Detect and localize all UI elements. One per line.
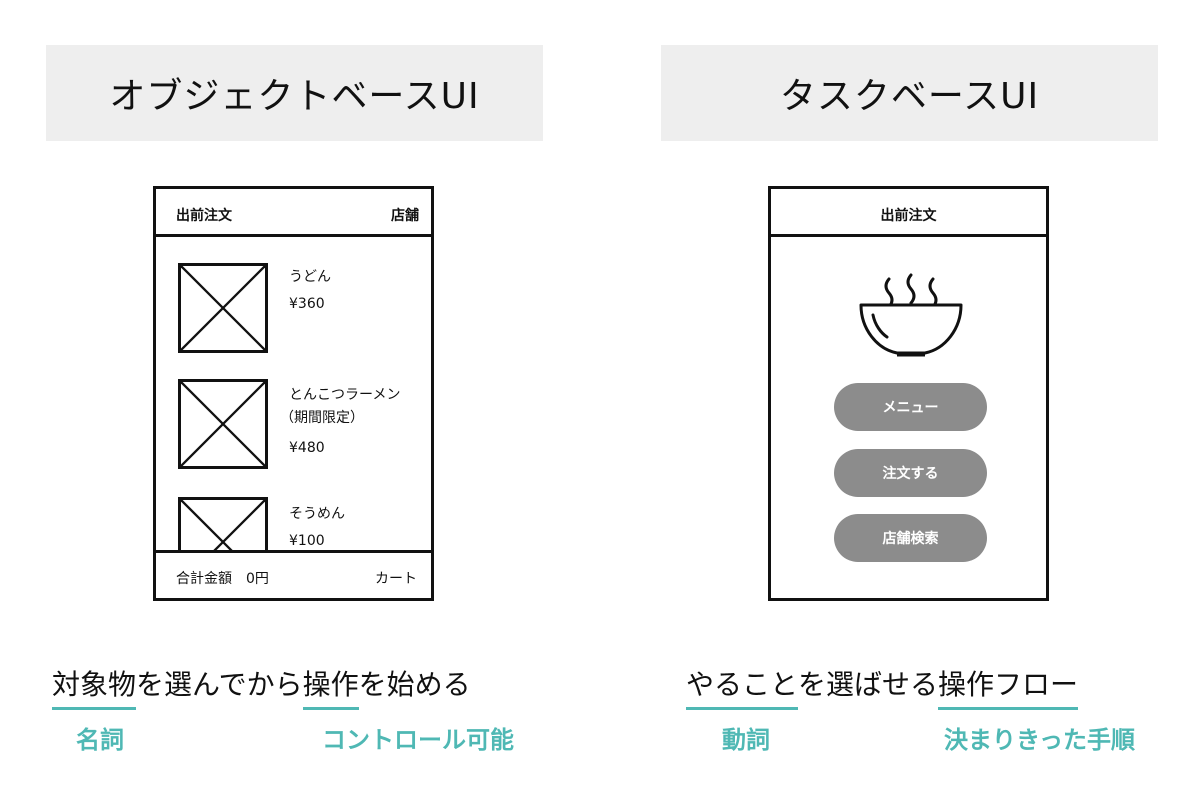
task-based-phone-mockup: 出前注文 メニュー 注文する 店舗検索 [768,186,1049,601]
task-based-ui-title: タスクベースUI [661,45,1158,141]
tag-fixed-procedure: 決まりきった手順 [944,726,1136,754]
caption-text: を始める [358,668,471,701]
phone-footer: 合計金額 0円 カート [156,550,431,598]
menu-item-tonkotsu-ramen[interactable]: とんこつラーメン （期間限定） ¥480 [156,377,431,487]
item-name: うどん [289,269,331,285]
caption-flow: 操作フロー [938,663,1079,710]
image-placeholder-icon [178,379,268,469]
task-based-caption: やることを選ばせる操作フロー [686,663,1079,710]
order-button[interactable]: 注文する [834,449,987,497]
phone-header-title: 出前注文 [176,208,232,224]
object-based-caption: 対象物を選んでから操作を始める [52,663,471,710]
phone-header: 出前注文 店舗 [156,189,431,237]
menu-button[interactable]: メニュー [834,383,987,431]
item-price: ¥100 [289,533,325,549]
caption-task: やること [686,663,799,710]
caption-operation: 操作 [302,663,359,710]
phone-header: 出前注文 [771,189,1046,237]
cart-link[interactable]: カート [375,571,417,587]
menu-item-udon[interactable]: うどん ¥360 [156,259,431,369]
item-note: （期間限定） [280,410,364,426]
phone-header-title: 出前注文 [880,208,937,224]
image-placeholder-icon [178,263,268,353]
caption-text: を選ばせる [798,668,939,701]
caption-object: 対象物 [52,663,137,710]
item-price: ¥480 [289,440,325,456]
noodle-bowl-icon [855,271,967,361]
store-search-button[interactable]: 店舗検索 [834,514,987,562]
caption-text: を選んでから [136,668,303,701]
object-based-phone-mockup: 出前注文 店舗 うどん ¥360 とんこつラーメン （期間限定） ¥480 そう… [153,186,434,601]
item-name: そうめん [289,506,345,522]
item-name: とんこつラーメン [289,387,401,403]
item-price: ¥360 [289,296,325,312]
tag-controllable: コントロール可能 [322,726,514,754]
tag-noun: 名詞 [76,726,124,754]
object-based-ui-title: オブジェクトベースUI [46,45,543,141]
total-amount: 合計金額 0円 [176,571,269,587]
tag-verb: 動詞 [722,726,770,754]
store-link[interactable]: 店舗 [391,208,419,224]
